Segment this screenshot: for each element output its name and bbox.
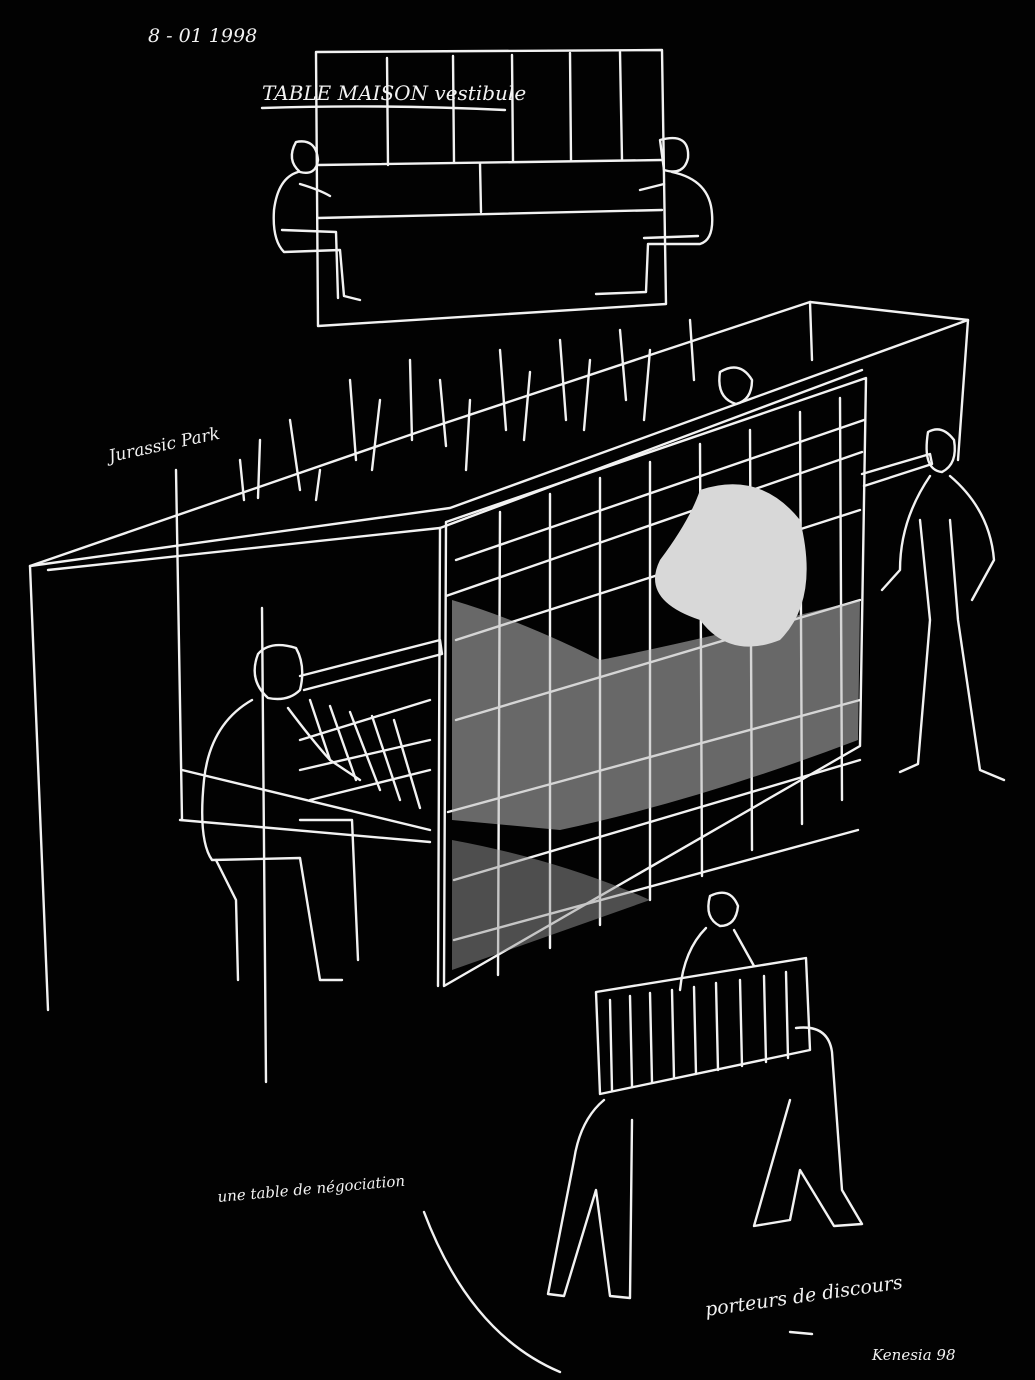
note-underline <box>788 1330 814 1336</box>
title-underline <box>260 105 507 112</box>
porters-group <box>546 891 864 1300</box>
date-annotation: 8 - 01 1998 <box>148 25 257 47</box>
bottom-right-annotation: porteurs de discours <box>704 1271 905 1321</box>
bottom-left-annotation: une table de négociation <box>217 1172 406 1206</box>
signature: Kenesia 98 <box>871 1346 956 1364</box>
seated-figure <box>201 638 444 982</box>
vitrine-box <box>28 300 970 1084</box>
floor-curve <box>422 1210 562 1374</box>
left-note-annotation: Jurassic Park <box>104 424 222 468</box>
top-table-sketch <box>272 48 714 328</box>
top-title-annotation: TABLE MAISON vestibule <box>262 81 526 105</box>
standing-figure <box>860 428 1006 782</box>
